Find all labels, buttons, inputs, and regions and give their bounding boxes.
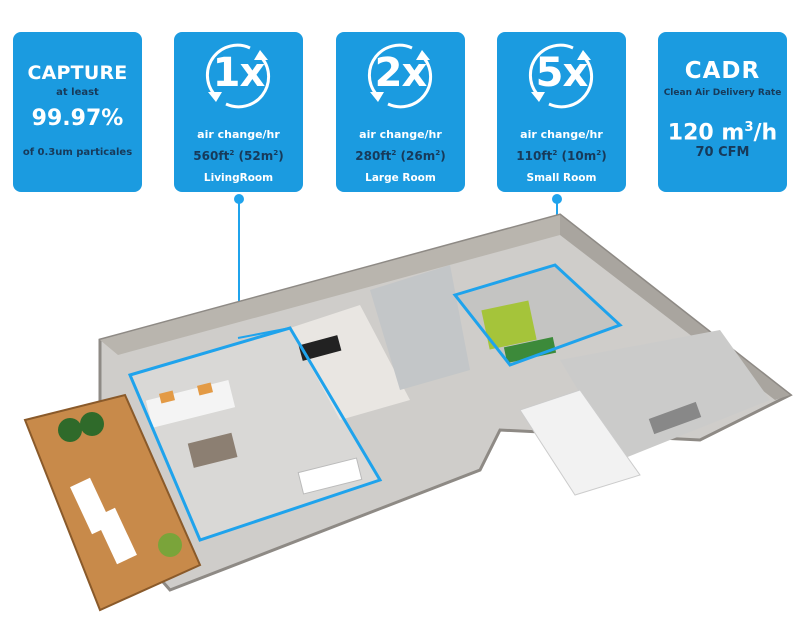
cadr-value: 120 m3/h (667, 120, 778, 146)
capture-title: CAPTURE (27, 62, 128, 84)
room-card-small: 5x air change/hr 110ft2 (10m2) Small Roo… (497, 32, 626, 192)
capture-footer: of 0.3um particales (22, 147, 133, 158)
room-card-large: 2x air change/hr 280ft2 (26m2) Large Roo… (336, 32, 465, 192)
back-wall (100, 215, 560, 355)
room-area: 110ft2 (10m2) (516, 148, 607, 163)
room-area: 280ft2 (26m2) (355, 148, 446, 163)
room-name: Small Room (526, 172, 597, 184)
dining-table (297, 457, 363, 495)
office-desk (648, 401, 702, 435)
kitchen-area (290, 305, 410, 420)
capture-card: CAPTURE at least 99.97% of 0.3um partica… (13, 32, 142, 192)
storage-wardrobe (519, 389, 641, 496)
bathroom (370, 265, 470, 390)
room-name: LivingRoom (203, 172, 274, 184)
plant (80, 412, 104, 436)
terrace-deck (23, 393, 202, 612)
cadr-cfm: 70 CFM (695, 145, 750, 161)
bed-rug (503, 336, 557, 364)
sofa-cushion (196, 382, 214, 396)
multiplier: 5x (535, 50, 589, 96)
capture-percent: 99.97% (31, 106, 124, 131)
bedroom-zone (452, 263, 623, 367)
sofa-cushion (158, 390, 176, 404)
kitchen-counter (298, 335, 342, 361)
room-card-living: 1x air change/hr 560ft2 (52m2) LivingRoo… (174, 32, 303, 192)
air-cycle-icon (528, 43, 594, 109)
room-name: Large Room (365, 172, 436, 184)
air-change-label: air change/hr (359, 128, 442, 141)
plant (158, 533, 182, 557)
plant (58, 418, 82, 442)
cadr-title: CADR (684, 58, 761, 84)
air-change-label: air change/hr (520, 128, 603, 141)
living-room-connector-dot (234, 194, 244, 204)
cadr-card: CADR Clean Air Delivery Rate 120 m3/h 70… (658, 32, 787, 192)
multiplier: 2x (374, 50, 428, 96)
room-area: 560ft2 (52m2) (193, 148, 284, 163)
coffee-table (187, 432, 238, 468)
multiplier: 1x (212, 50, 266, 96)
office-floor (560, 330, 770, 460)
air-change-label: air change/hr (197, 128, 280, 141)
living-zone-divider (237, 327, 291, 339)
floorplan-illustration (23, 213, 793, 612)
air-cycle-icon (205, 43, 271, 109)
air-cycle-icon (367, 43, 433, 109)
small-room-connector-dot (552, 194, 562, 204)
cadr-subtitle: Clean Air Delivery Rate (663, 88, 782, 98)
lounge-chair (95, 507, 137, 565)
bed (481, 300, 537, 350)
living-room-zone (127, 326, 383, 542)
living-room-connector-line (238, 200, 240, 338)
capture-subtitle: at least (56, 87, 99, 98)
